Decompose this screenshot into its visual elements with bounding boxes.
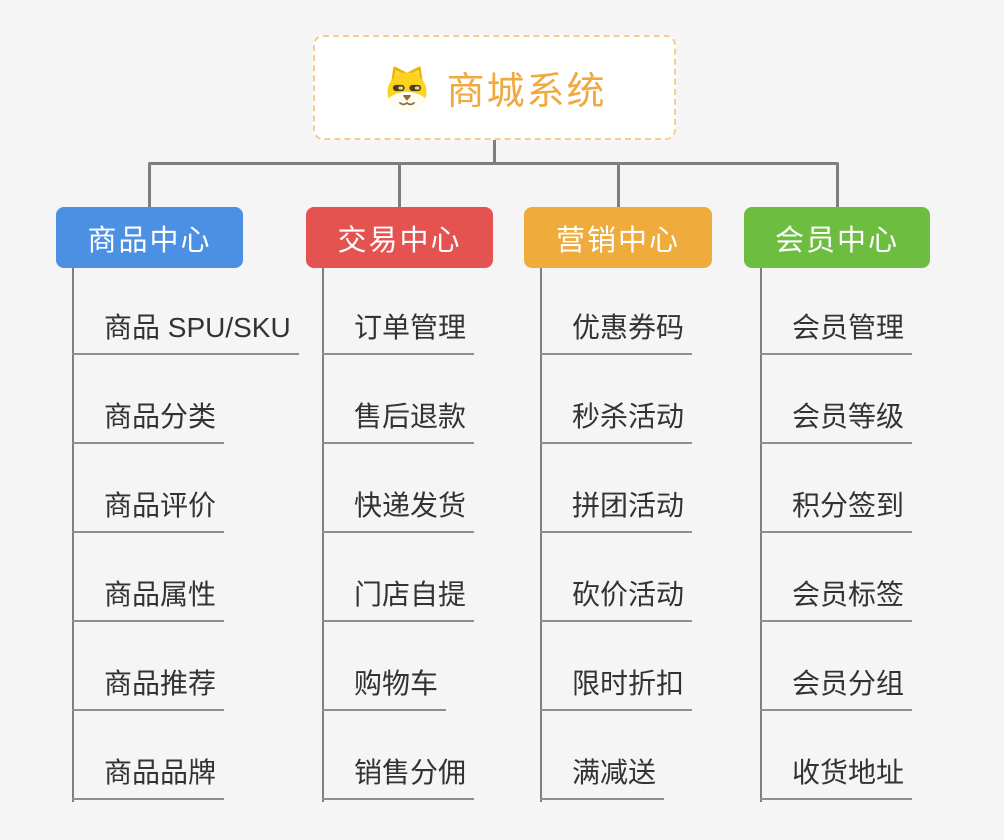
child-node-member-management[interactable]: 会员管理 bbox=[760, 266, 913, 355]
child-node-member-level[interactable]: 会员等级 bbox=[760, 355, 913, 444]
child-node-order-management[interactable]: 订单管理 bbox=[322, 266, 475, 355]
child-node-product-attribute[interactable]: 商品属性 bbox=[72, 533, 299, 622]
child-node-coupon-code[interactable]: 优惠券码 bbox=[540, 266, 693, 355]
child-node-points-checkin[interactable]: 积分签到 bbox=[760, 444, 913, 533]
child-node-after-sale-refund[interactable]: 售后退款 bbox=[322, 355, 475, 444]
branch-label: 会员中心 bbox=[774, 224, 899, 257]
child-node-member-group[interactable]: 会员分组 bbox=[760, 622, 913, 711]
connector-stub-product bbox=[148, 164, 151, 208]
child-node-product-recommend[interactable]: 商品推荐 bbox=[72, 622, 299, 711]
branch-node-product-center[interactable]: 商品中心 bbox=[56, 207, 243, 268]
child-node-product-brand[interactable]: 商品品牌 bbox=[72, 711, 299, 800]
connector-spine-trade bbox=[322, 268, 324, 802]
child-list-member: 会员管理 会员等级 积分签到 会员标签 会员分组 收货地址 bbox=[760, 266, 913, 800]
branch-label: 交易中心 bbox=[337, 224, 462, 257]
child-list-marketing: 优惠券码 秒杀活动 拼团活动 砍价活动 限时折扣 满减送 bbox=[540, 266, 693, 800]
branch-label: 营销中心 bbox=[555, 224, 680, 257]
child-node-full-reduction[interactable]: 满减送 bbox=[540, 711, 692, 800]
connector-spine-product bbox=[72, 268, 74, 802]
child-list-trade: 订单管理 售后退款 快递发货 门店自提 购物车 销售分佣 bbox=[322, 266, 475, 800]
root-label: 商城系统 bbox=[446, 71, 607, 113]
connector-stub-marketing bbox=[617, 164, 620, 208]
child-node-product-category[interactable]: 商品分类 bbox=[72, 355, 299, 444]
child-node-limited-time-discount[interactable]: 限时折扣 bbox=[540, 622, 693, 711]
child-node-member-tag[interactable]: 会员标签 bbox=[760, 533, 913, 622]
branch-label: 商品中心 bbox=[87, 224, 212, 257]
doge-icon bbox=[382, 63, 432, 113]
connector-bus bbox=[148, 162, 839, 165]
child-node-express-delivery[interactable]: 快递发货 bbox=[322, 444, 475, 533]
child-node-bargain-activity[interactable]: 砍价活动 bbox=[540, 533, 693, 622]
connector-stub-trade bbox=[398, 164, 401, 208]
child-node-product-review[interactable]: 商品评价 bbox=[72, 444, 299, 533]
child-node-shopping-cart[interactable]: 购物车 bbox=[322, 622, 474, 711]
child-node-product-spu-sku[interactable]: 商品 SPU/SKU bbox=[72, 266, 299, 355]
child-node-sales-commission[interactable]: 销售分佣 bbox=[322, 711, 475, 800]
connector-root-stub bbox=[493, 138, 496, 165]
connector-stub-member bbox=[836, 164, 839, 208]
child-node-group-buy[interactable]: 拼团活动 bbox=[540, 444, 693, 533]
branch-node-marketing-center[interactable]: 营销中心 bbox=[524, 207, 712, 268]
child-node-shipping-address[interactable]: 收货地址 bbox=[760, 711, 913, 800]
branch-node-trade-center[interactable]: 交易中心 bbox=[306, 207, 493, 268]
branch-node-member-center[interactable]: 会员中心 bbox=[744, 207, 930, 268]
root-node[interactable]: 商城系统 bbox=[313, 35, 676, 140]
child-node-flash-sale[interactable]: 秒杀活动 bbox=[540, 355, 693, 444]
child-list-product: 商品 SPU/SKU 商品分类 商品评价 商品属性 商品推荐 商品品牌 bbox=[72, 266, 299, 800]
connector-spine-member bbox=[760, 268, 762, 802]
connector-spine-marketing bbox=[540, 268, 542, 802]
child-node-store-pickup[interactable]: 门店自提 bbox=[322, 533, 475, 622]
